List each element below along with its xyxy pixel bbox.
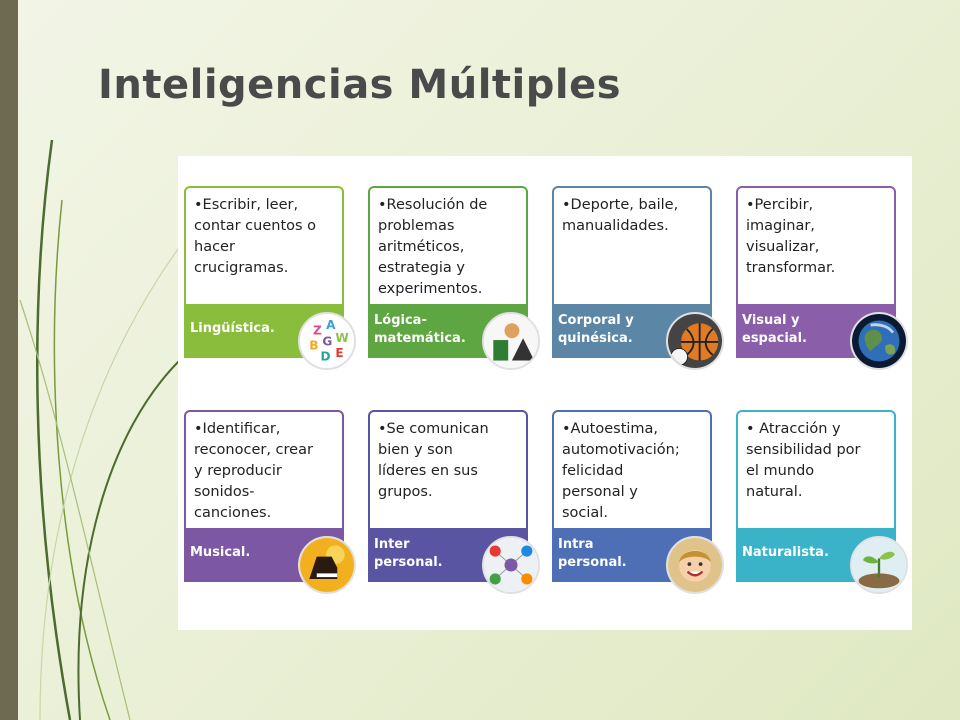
globe-icon bbox=[850, 312, 908, 370]
card-description: •Se comunican bien y son líderes en sus … bbox=[378, 421, 489, 500]
svg-text:E: E bbox=[335, 346, 343, 360]
intelligences-panel: •Escribir, leer, contar cuentos o hacer … bbox=[178, 156, 912, 630]
sports-balls-icon bbox=[666, 312, 724, 370]
card-interpersonal: •Se comunican bien y son líderes en sus … bbox=[368, 410, 540, 594]
card-linguistica: •Escribir, leer, contar cuentos o hacer … bbox=[184, 186, 356, 370]
svg-text:Z: Z bbox=[313, 323, 322, 337]
card-musical: •Identificar, reconocer, crear y reprodu… bbox=[184, 410, 356, 594]
card-naturalista: • Atracción y sensibilidad por el mundo … bbox=[736, 410, 908, 594]
card-description: •Resolución de problemas aritméticos, es… bbox=[378, 197, 488, 297]
card-description: • Atracción y sensibilidad por el mundo … bbox=[746, 421, 861, 500]
geometry-figures-icon bbox=[482, 312, 540, 370]
svg-text:W: W bbox=[335, 331, 348, 345]
card-description: •Escribir, leer, contar cuentos o hacer … bbox=[194, 197, 317, 276]
slide-title: Inteligencias Múltiples bbox=[98, 62, 622, 108]
svg-text:D: D bbox=[320, 350, 330, 364]
card-intrapersonal: •Autoestima, automotivación; felicidad p… bbox=[552, 410, 724, 594]
decorative-curves bbox=[19, 139, 201, 720]
card-description: •Identificar, reconocer, crear y reprodu… bbox=[194, 421, 313, 521]
people-network-icon bbox=[482, 536, 540, 594]
smiling-face-icon bbox=[666, 536, 724, 594]
card-description: •Percibir, imaginar, visualizar, transfo… bbox=[746, 197, 836, 276]
plant-sprout-icon bbox=[850, 536, 908, 594]
svg-text:A: A bbox=[326, 318, 336, 332]
piano-icon bbox=[298, 536, 356, 594]
left-accent-bar bbox=[0, 0, 18, 720]
card-description: •Deporte, baile, manualidades. bbox=[562, 197, 679, 234]
card-visual-espacial: •Percibir, imaginar, visualizar, transfo… bbox=[736, 186, 908, 370]
svg-text:B: B bbox=[309, 338, 318, 352]
card-description: •Autoestima, automotivación; felicidad p… bbox=[562, 421, 680, 521]
card-corporal: •Deporte, baile, manualidades. Corporal … bbox=[552, 186, 724, 370]
letters-icon: Z A W B G E D bbox=[298, 312, 356, 370]
svg-text:G: G bbox=[322, 335, 332, 349]
card-logica-matematica: •Resolución de problemas aritméticos, es… bbox=[368, 186, 540, 370]
